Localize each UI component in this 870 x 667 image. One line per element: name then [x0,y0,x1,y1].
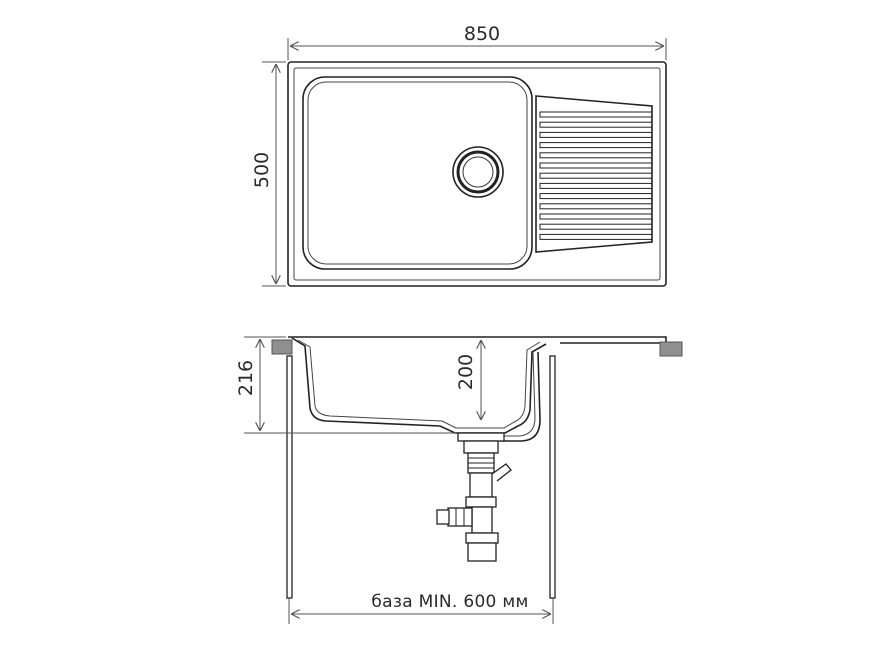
drain-middle [456,150,500,194]
sink-outer-rim [287,61,667,287]
cabinet-left-wall [286,355,293,599]
drainer-groove [539,223,653,230]
depth-dimension: 500 [251,61,286,287]
total-height-dimension: 216 [235,336,456,434]
drainer-grooves [539,111,653,240]
cabinet-right-wall [549,355,556,599]
base-dimension: база MIN. 600 мм [288,592,554,624]
drainer-groove [539,172,653,179]
bowl-outline [302,76,533,270]
bowl-depth-dimension: 200 [455,340,481,420]
drainer-groove [539,152,653,159]
drainer-groove [539,203,653,210]
bowl-inner-outline [307,81,528,265]
total-height-label: 216 [235,360,257,396]
drainer-board-outline [535,95,653,253]
drainer-groove [539,162,653,169]
drainer-groove [539,142,653,149]
sink-body-inner [297,339,541,429]
drainer-groove [539,233,653,240]
depth-label: 500 [251,152,273,188]
bowl-depth-label: 200 [455,354,477,390]
right-countertop-block [659,341,683,357]
sink-body-outer [291,337,547,434]
width-dimension: 850 [287,23,667,60]
drainer-groove [539,213,653,220]
drainer-groove [539,111,653,118]
drainer-groove [539,121,653,128]
overflow-pipe [500,351,541,442]
countertop-line [288,336,667,344]
drain-inner [462,156,494,188]
drain-outer [452,146,504,198]
drainer-groove [539,193,653,200]
drainer-groove [539,182,653,189]
width-label: 850 [464,23,500,45]
overflow-pipe-inner [500,351,536,437]
left-countertop-block [271,339,293,355]
top-view [287,61,667,287]
drain-siphon [436,432,512,562]
drainer-groove [539,131,653,138]
side-view [271,336,683,599]
base-label: база MIN. 600 мм [371,592,528,612]
sink-inner-rim [293,67,661,281]
